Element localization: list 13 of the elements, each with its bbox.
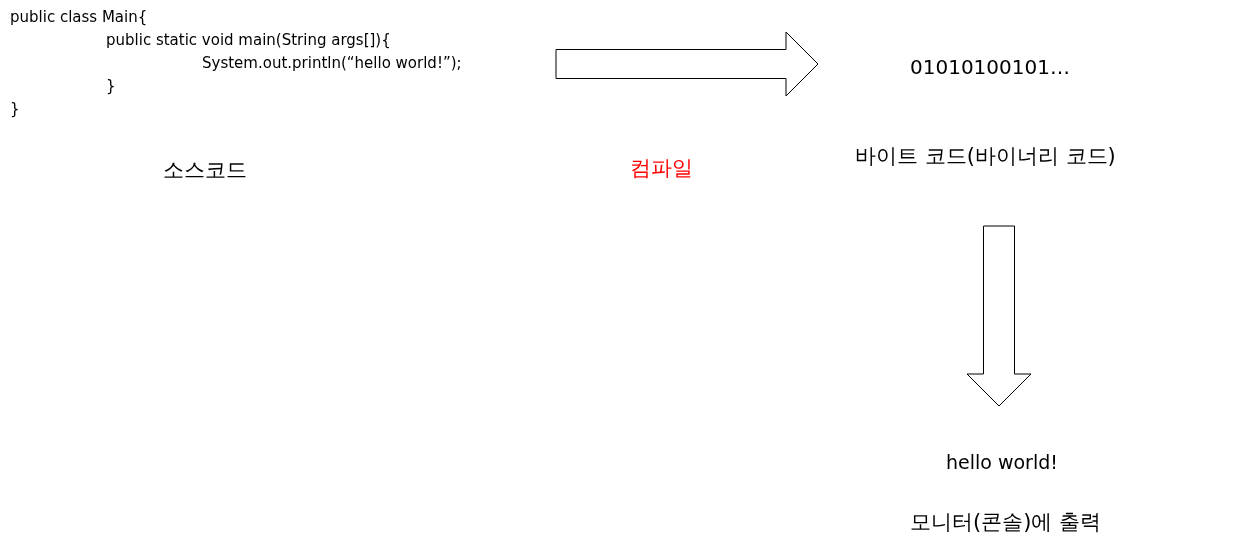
- code-line: System.out.println(“hello world!”);: [202, 54, 462, 72]
- output-text: hello world!: [946, 451, 1058, 473]
- caption-text: 바이트 코드(바이너리 코드): [855, 143, 1116, 170]
- code-line: public class Main{: [10, 8, 148, 26]
- code-line: }: [106, 77, 116, 95]
- block-arrow: [966, 225, 1032, 407]
- binary-text: 01010100101…: [910, 55, 1070, 79]
- code-line: }: [10, 100, 20, 118]
- edge-label: 컴파일: [630, 155, 693, 182]
- code-line: public static void main(String args[]){: [106, 31, 391, 49]
- caption-text: 모니터(콘솔)에 출력: [910, 509, 1102, 536]
- block-arrow: [555, 31, 819, 97]
- caption-text: 소스코드: [163, 157, 247, 184]
